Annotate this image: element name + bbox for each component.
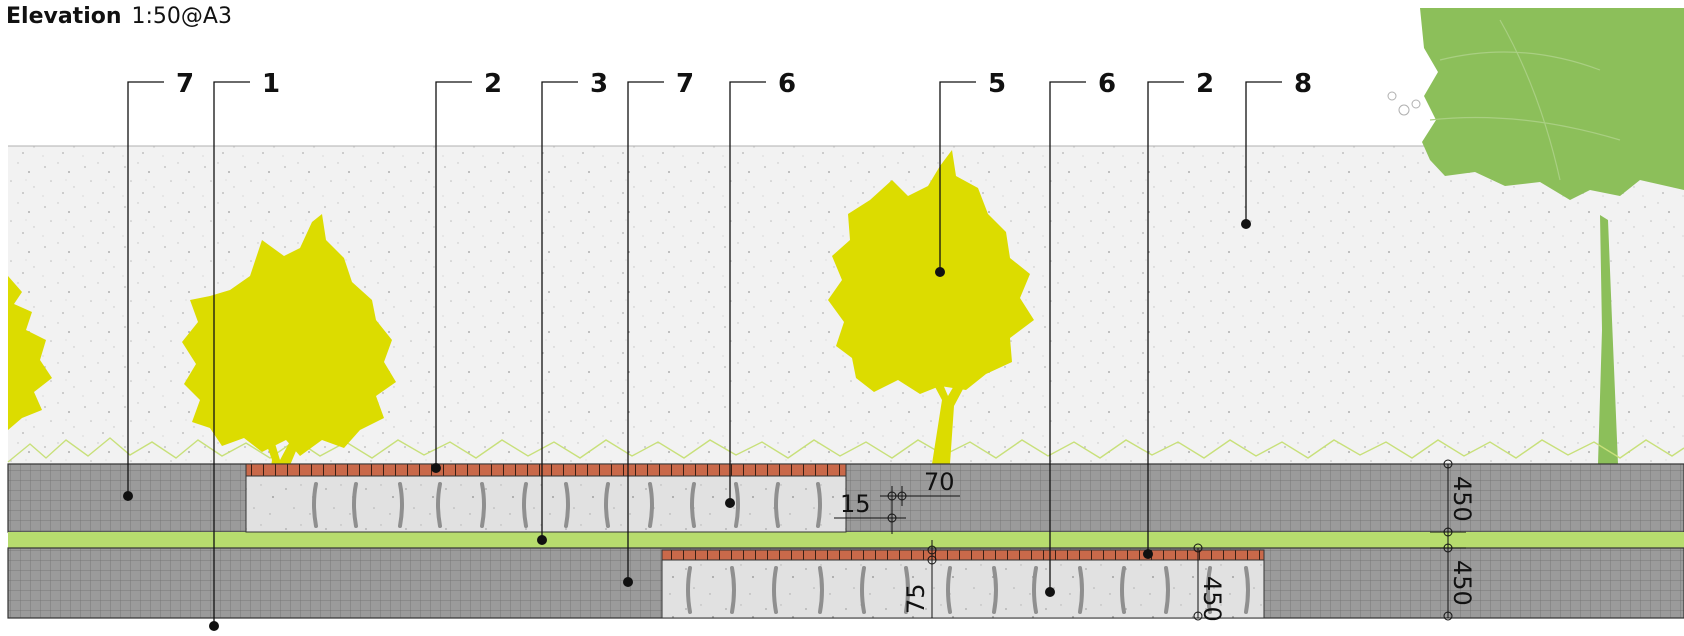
dimension-450-mid — [1193, 543, 1203, 621]
bench-upper-texture — [312, 482, 822, 528]
drawing-title: Elevation 1:50@A3 — [6, 4, 232, 29]
tree-icon — [1387, 8, 1684, 464]
dimension-450-right — [1430, 459, 1466, 621]
callout-3: 3 — [590, 69, 608, 99]
bench-lower-texture — [686, 566, 1250, 614]
callout-leaders — [123, 81, 1282, 631]
dim-15: 15 — [840, 490, 871, 518]
shrub-partial-icon — [8, 276, 52, 430]
shrub-center-icon — [828, 150, 1034, 464]
bench-upper-body — [245, 475, 847, 533]
title-label: Elevation — [6, 4, 122, 29]
callout-6b: 6 — [1098, 69, 1116, 99]
bench-lower-brick-cap — [661, 549, 1265, 561]
bench-upper-brick-cap — [245, 463, 847, 477]
callout-2a: 2 — [484, 69, 502, 99]
dim-75: 75 — [902, 583, 930, 614]
callout-7a: 7 — [176, 69, 194, 99]
title-scale: 1:50@A3 — [131, 4, 232, 29]
dim-70: 70 — [924, 468, 955, 496]
dimension-75 — [927, 540, 937, 618]
planting-strip — [8, 532, 1684, 548]
dim-450-right-bottom: 450 — [1448, 560, 1476, 606]
dim-450-right-top: 450 — [1448, 476, 1476, 522]
dim-450-mid: 450 — [1198, 576, 1226, 622]
bench-lower-body — [661, 559, 1265, 619]
callout-6a: 6 — [778, 69, 796, 99]
callout-2b: 2 — [1196, 69, 1214, 99]
callout-5: 5 — [988, 69, 1006, 99]
grass-fringe — [7, 437, 1684, 463]
callout-7b: 7 — [676, 69, 694, 99]
dimension-70-15 — [834, 486, 960, 534]
callout-1: 1 — [262, 69, 280, 99]
callout-8: 8 — [1294, 69, 1312, 99]
